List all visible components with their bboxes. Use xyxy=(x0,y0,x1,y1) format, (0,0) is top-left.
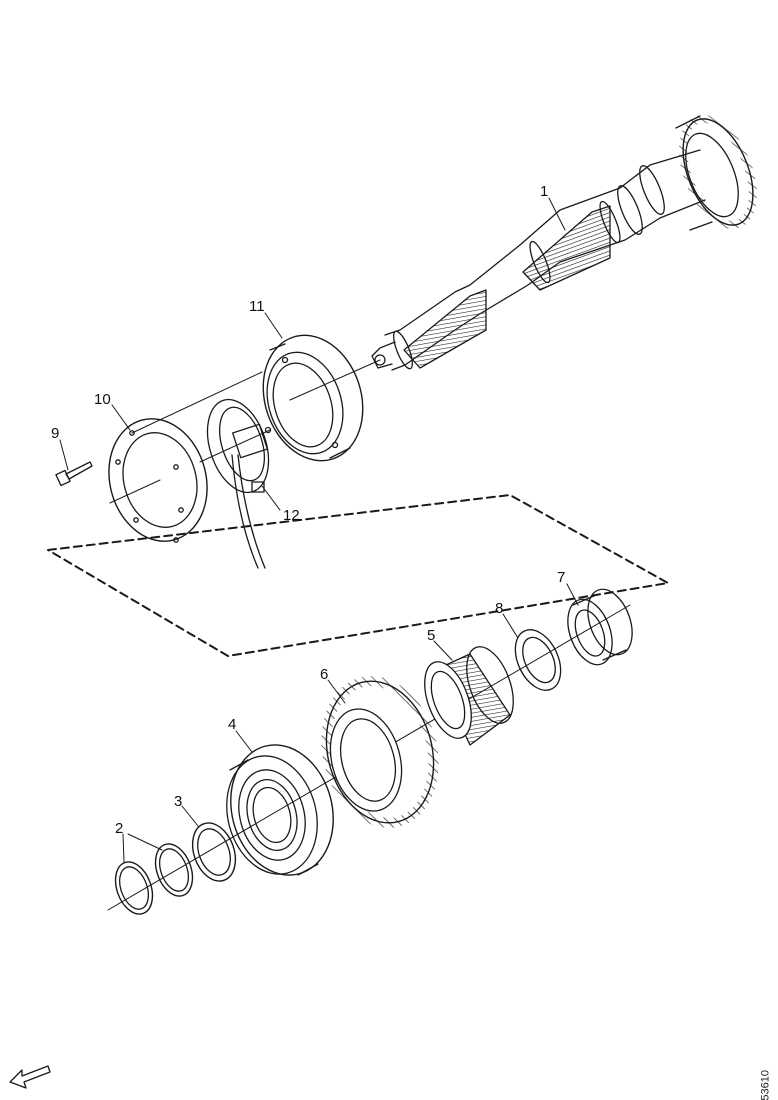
needle-bearing-5 xyxy=(424,646,514,746)
shaft-end-gear xyxy=(675,114,757,231)
sensor-ring-12 xyxy=(206,398,270,569)
callout-4: 4 xyxy=(228,716,236,733)
callout-5: 5 xyxy=(427,627,435,644)
direction-arrow-icon xyxy=(9,1065,51,1089)
circlips-2 xyxy=(114,843,194,915)
leader-lines xyxy=(59,197,579,863)
callout-9: 9 xyxy=(51,425,59,442)
bushing-7 xyxy=(567,588,633,666)
callout-10: 10 xyxy=(94,391,111,408)
callout-3: 3 xyxy=(174,793,182,810)
callout-2: 2 xyxy=(115,820,123,837)
ball-bearing-4 xyxy=(226,744,334,876)
bolt-9 xyxy=(55,461,93,487)
cover-plate-10 xyxy=(108,418,271,543)
assembly-boundary xyxy=(47,494,669,657)
main-shaft xyxy=(289,114,757,401)
helical-gear-6 xyxy=(321,676,439,828)
callout-6: 6 xyxy=(320,666,328,683)
callout-8: 8 xyxy=(495,600,503,617)
callout-7: 7 xyxy=(557,569,565,586)
callout-12: 12 xyxy=(283,507,300,524)
callout-11: 11 xyxy=(249,298,265,315)
callout-labels: 1 2 3 4 5 6 7 8 9 10 11 12 xyxy=(51,183,565,837)
callout-1: 1 xyxy=(540,183,548,200)
snap-ring-3 xyxy=(191,822,237,882)
bearing-housing-11 xyxy=(262,334,364,462)
drawing-reference-code: 353610 xyxy=(760,1070,772,1100)
washer-8 xyxy=(514,629,562,691)
